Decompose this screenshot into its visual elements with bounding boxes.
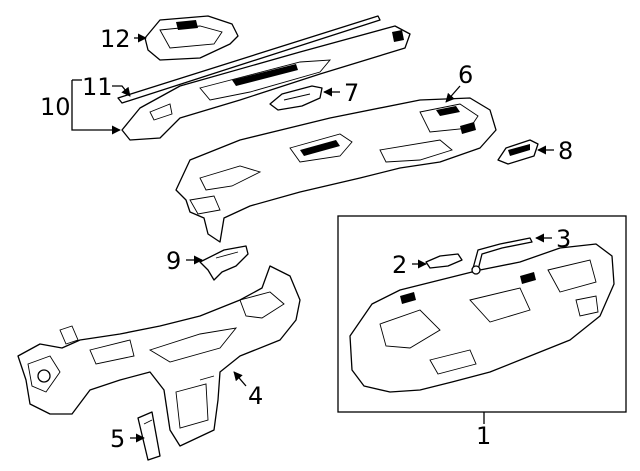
- callout-3: 3: [556, 225, 571, 253]
- callout-7: 7: [344, 79, 359, 107]
- callout-6: 6: [458, 61, 473, 89]
- part-11-trim-strip: [117, 15, 381, 104]
- callout-5: 5: [110, 425, 125, 453]
- leader-4: [233, 371, 247, 387]
- callout-1: 1: [476, 422, 491, 450]
- part-2-small-bracket: [425, 253, 463, 269]
- part-1-detail-box: [337, 215, 627, 413]
- callout-4: 4: [248, 382, 263, 410]
- part-8-side-vent: [497, 139, 539, 165]
- callout-9: 9: [166, 247, 181, 275]
- part-4-cross-car-beam: [17, 265, 301, 447]
- callout-10: 10: [40, 93, 71, 121]
- leader-6: [445, 85, 461, 103]
- callout-11: 11: [82, 73, 113, 101]
- leader-10: [71, 80, 121, 135]
- leader-11: [112, 85, 131, 97]
- callout-2: 2: [392, 251, 407, 279]
- part-5-support-bracket: [137, 411, 161, 461]
- part-12-center-cap: [144, 15, 239, 61]
- part-10-upper-panel: [121, 25, 411, 141]
- part-9-bracket: [199, 245, 249, 281]
- callout-8: 8: [558, 137, 573, 165]
- part-7-vent-bezel: [269, 85, 323, 111]
- part-6-instrument-panel: [175, 97, 497, 243]
- callout-12: 12: [100, 25, 131, 53]
- part-3-rod-bracket: [471, 237, 533, 275]
